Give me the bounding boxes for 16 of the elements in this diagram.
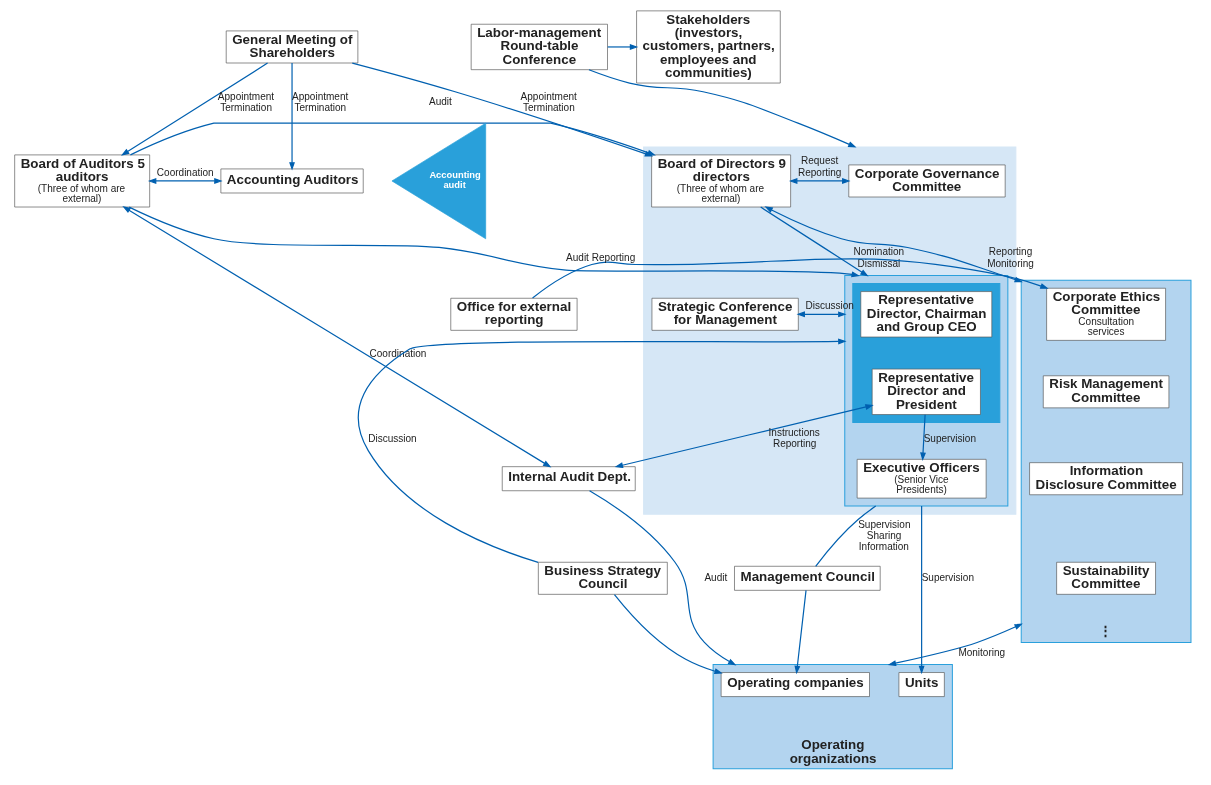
edge-label: Audit — [566, 252, 589, 264]
edge-label: Audit — [429, 96, 452, 108]
edge-label: Reporting — [591, 252, 636, 264]
edge-label: Instructions Reporting — [768, 426, 820, 450]
edge-label: Discussion — [368, 432, 417, 444]
edge-label: Reporting Monitoring — [987, 246, 1034, 269]
edge-label: Appointment Termination — [217, 90, 275, 114]
edge-label: Appointment Termination — [520, 90, 577, 114]
edge-label: Monitoring — [958, 646, 1006, 658]
edge-label: Nomination Dismissal — [853, 246, 905, 269]
edge-label: Supervision — [921, 571, 974, 583]
edge-label: Coordination — [156, 166, 214, 178]
edge-label: Request Reporting — [797, 155, 842, 178]
edge-label: Supervision — [923, 432, 976, 444]
edge-label: Audit — [704, 571, 728, 583]
edge-label: Supervision Sharing Information — [858, 518, 911, 553]
